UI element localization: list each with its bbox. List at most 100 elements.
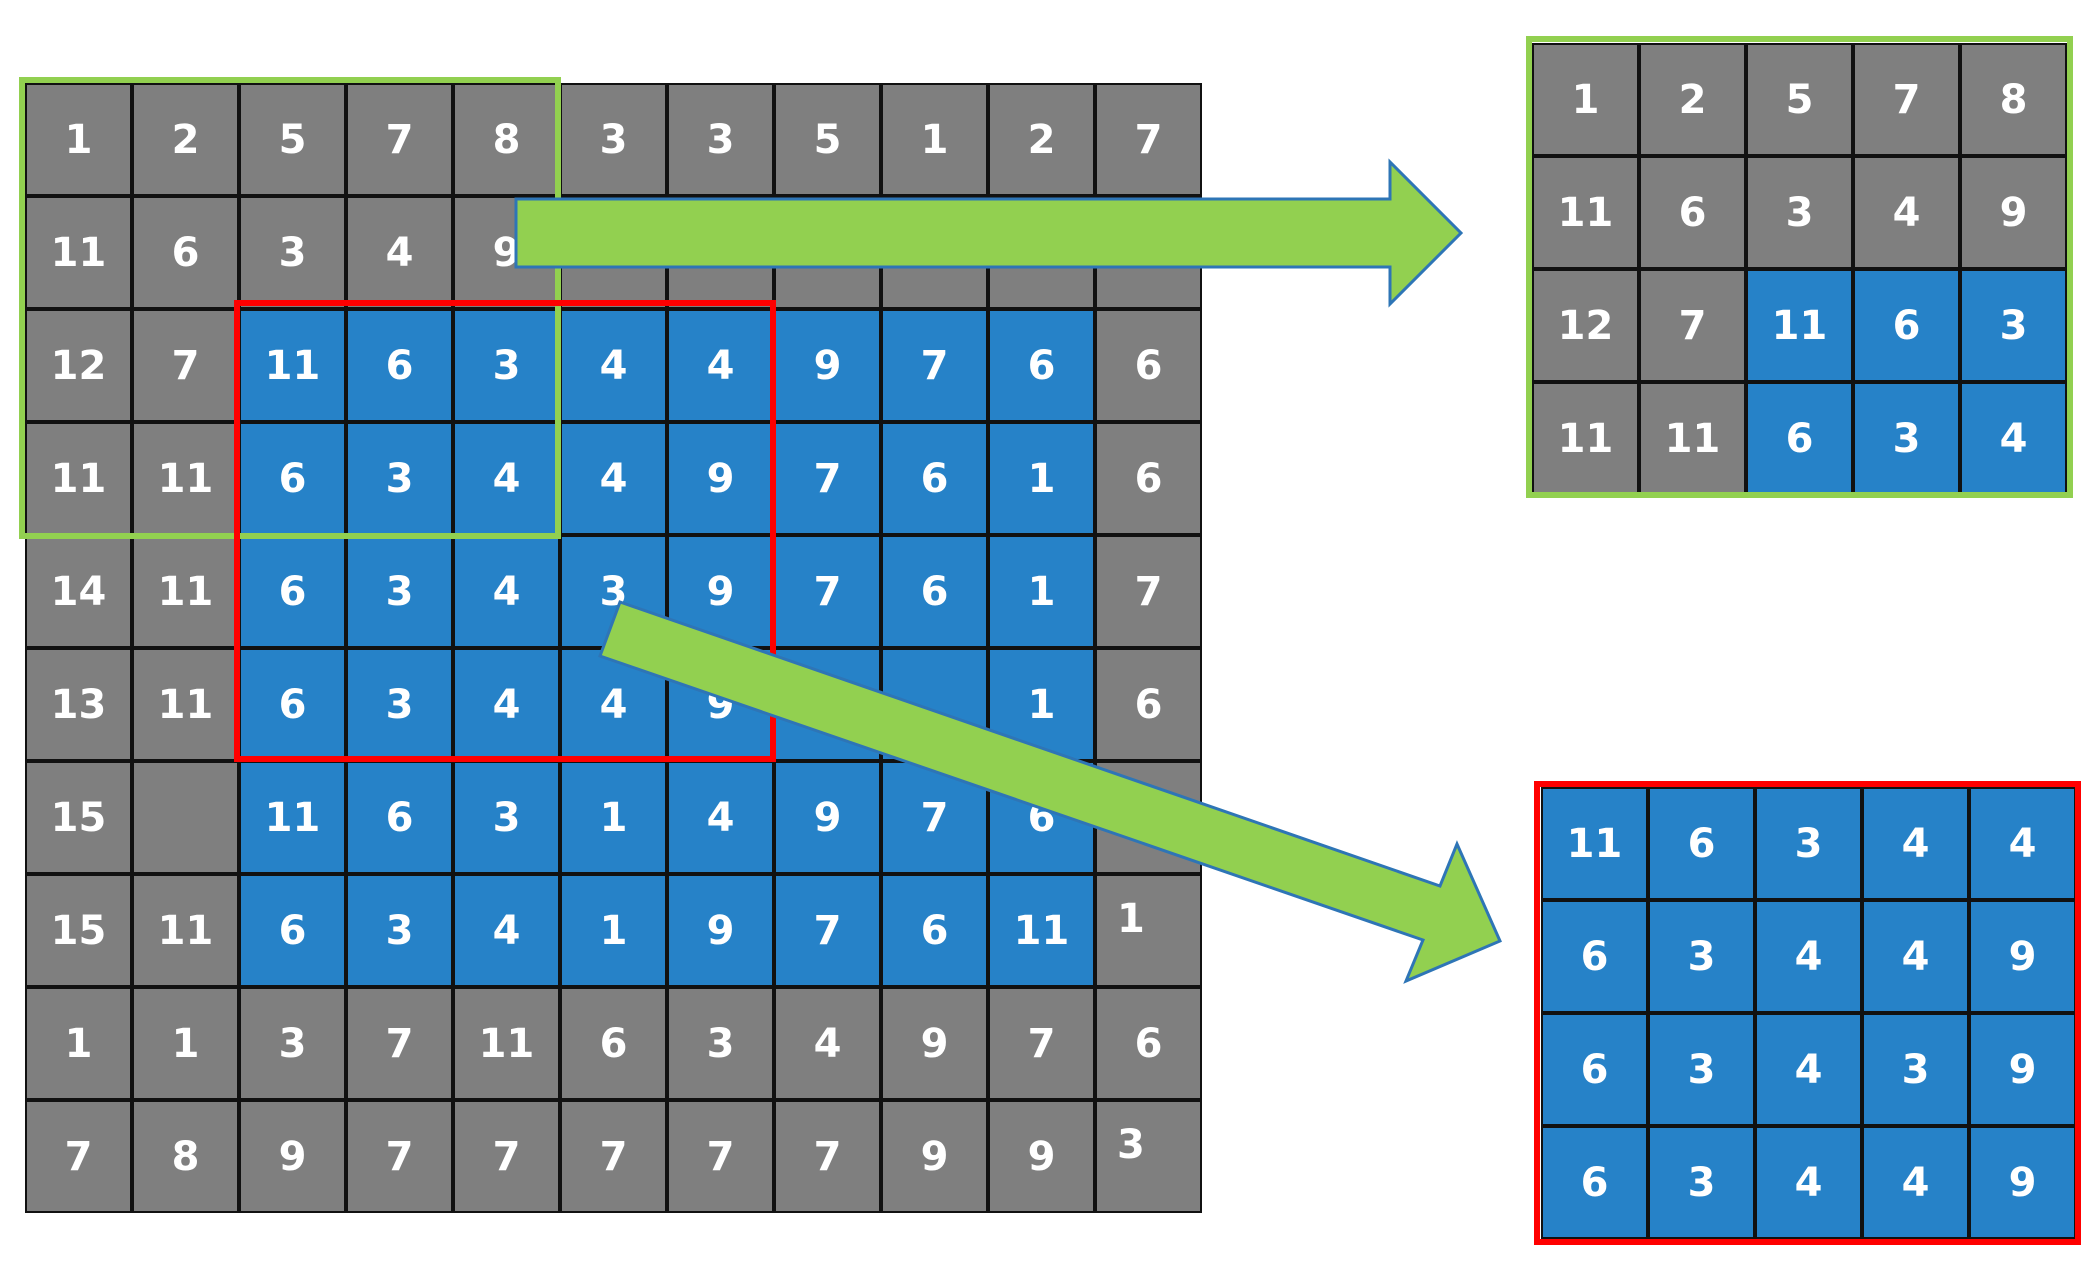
main-grid-cell: 15: [25, 761, 132, 874]
red-crop-cell: 4: [1755, 1013, 1862, 1126]
red-crop-cell: 3: [1648, 1013, 1755, 1126]
green-crop-cell: 5: [1746, 43, 1853, 156]
green-crop-cell: 11: [1532, 156, 1639, 269]
main-grid-cell: 6: [881, 422, 988, 535]
main-grid-cell: 11: [132, 874, 239, 987]
main-grid-cell: 8: [453, 83, 560, 196]
red-crop-cell: 4: [1755, 900, 1862, 1013]
main-grid-cell: 9: [881, 1100, 988, 1213]
main-grid-cell: 9: [667, 874, 774, 987]
main-grid-cell: 6: [1095, 987, 1202, 1100]
green-crop-cell: 4: [1853, 156, 1960, 269]
main-grid-cell: 3: [239, 196, 346, 309]
main-grid-cell: 4: [346, 196, 453, 309]
main-grid-cell: 7: [774, 535, 881, 648]
red-crop-cell: 11: [1541, 787, 1648, 900]
main-grid-cell: 7: [774, 1100, 881, 1213]
main-grid-cell: 7: [1095, 535, 1202, 648]
red-selection-frame: [234, 300, 776, 762]
main-grid-cell: 1: [560, 761, 667, 874]
main-grid-cell: 12: [25, 309, 132, 422]
main-grid-cell: 11: [132, 648, 239, 761]
red-crop-cell: 6: [1648, 787, 1755, 900]
red-crop-cell: 4: [1862, 900, 1969, 1013]
main-grid-cell: 4: [453, 535, 560, 648]
main-grid-cell: 1: [988, 648, 1095, 761]
main-grid-cell: 6: [239, 874, 346, 987]
main-grid-cell: 6: [560, 987, 667, 1100]
red-crop-cell: 9: [1969, 1126, 2076, 1239]
main-grid-cell: 3: [239, 987, 346, 1100]
main-grid-cell: 1: [881, 83, 988, 196]
main-grid-cell: 9: [667, 422, 774, 535]
main-grid-cell: 7: [988, 987, 1095, 1100]
green-crop-cell: 7: [1853, 43, 1960, 156]
green-crop-cell: 11: [1532, 382, 1639, 495]
main-grid-cell: 7: [560, 1100, 667, 1213]
red-crop-cell: 6: [1541, 1126, 1648, 1239]
main-grid-cell: 3: [346, 648, 453, 761]
red-crop-cell: 3: [1755, 787, 1862, 900]
main-grid-cell: 6: [1095, 309, 1202, 422]
main-grid-cell: 15: [25, 874, 132, 987]
main-grid-cell: 6: [881, 874, 988, 987]
arrow-to-red-crop: [598, 600, 1502, 984]
main-grid-cell: 6: [988, 309, 1095, 422]
green-crop-cell: 12: [1532, 269, 1639, 382]
green-crop-cell: 6: [1639, 156, 1746, 269]
main-grid-cell: 6: [239, 422, 346, 535]
main-grid-cell: 9: [239, 1100, 346, 1213]
main-grid-cell: 1: [560, 874, 667, 987]
main-grid-cell: 2: [132, 83, 239, 196]
main-grid-cell: 4: [453, 422, 560, 535]
main-grid-cell: 1: [25, 987, 132, 1100]
main-grid-cell: 6: [346, 309, 453, 422]
main-grid-cell: 5: [774, 83, 881, 196]
main-grid-cell: 9: [774, 761, 881, 874]
main-grid-cell: 11: [132, 422, 239, 535]
red-crop-cell: 6: [1541, 900, 1648, 1013]
green-crop-cell: 6: [1853, 269, 1960, 382]
main-grid-cell: 11: [25, 196, 132, 309]
arrow-to-green-crop: [514, 158, 1464, 308]
green-crop-cell: 3: [1746, 156, 1853, 269]
main-grid-cell: 5: [239, 83, 346, 196]
main-grid-cell: 2: [988, 83, 1095, 196]
main-grid-cell: 7: [881, 309, 988, 422]
main-grid-cell: 3: [453, 761, 560, 874]
main-grid-cell: 11: [988, 874, 1095, 987]
main-grid-cell: 7: [667, 1100, 774, 1213]
red-crop-cell: 9: [1969, 900, 2076, 1013]
main-grid-cell: 7: [25, 1100, 132, 1213]
main-grid-cell: 6: [346, 761, 453, 874]
main-grid-cell: 14: [25, 535, 132, 648]
green-crop-cell: 8: [1960, 43, 2067, 156]
main-grid-cell: 7: [132, 309, 239, 422]
main-grid-cell: 1: [132, 987, 239, 1100]
green-crop-frame: [1526, 36, 2073, 498]
main-grid-cell: 3: [1095, 1100, 1202, 1213]
main-grid-cell: [132, 761, 239, 874]
main-grid-cell: 1: [1095, 874, 1202, 987]
main-grid-cell: 4: [667, 761, 774, 874]
main-grid-cell: 4: [453, 874, 560, 987]
main-grid-cell: 9: [988, 1100, 1095, 1213]
green-crop-cell: 6: [1746, 382, 1853, 495]
main-grid-cell: 7: [453, 1100, 560, 1213]
red-crop-cell: 6: [1541, 1013, 1648, 1126]
main-grid-cell: 7: [346, 83, 453, 196]
main-grid-cell: 3: [667, 987, 774, 1100]
red-crop-cell: 4: [1862, 1126, 1969, 1239]
main-grid-cell: 6: [881, 535, 988, 648]
main-grid-cell: 6: [1095, 422, 1202, 535]
main-grid-cell: 4: [560, 422, 667, 535]
main-grid-cell: 6: [132, 196, 239, 309]
main-grid-cell: 11: [239, 761, 346, 874]
main-grid-cell: 1: [988, 422, 1095, 535]
red-crop-frame: [1534, 781, 2081, 1245]
main-grid-cell: 7: [1095, 83, 1202, 196]
green-crop-cell: 11: [1746, 269, 1853, 382]
red-crop-cell: 3: [1648, 900, 1755, 1013]
main-grid-cell: 1: [988, 535, 1095, 648]
